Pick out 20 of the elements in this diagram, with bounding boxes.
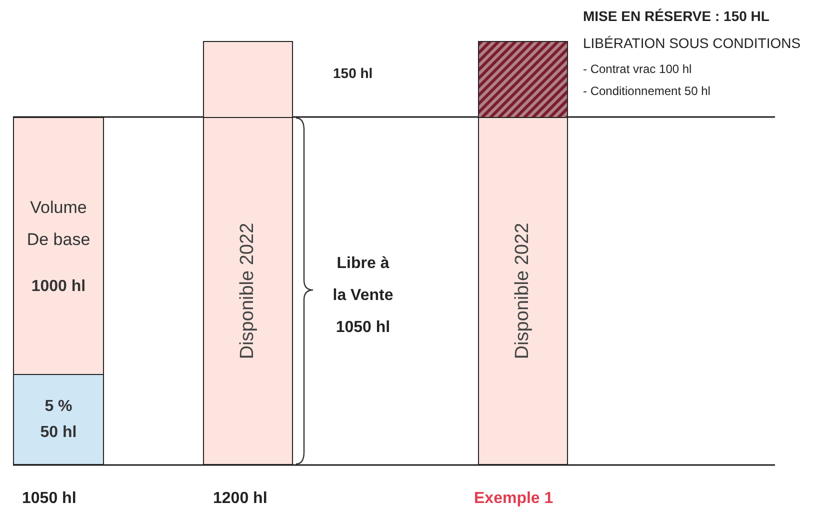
bar-label: Volume De base (26, 197, 92, 251)
heading: MISE EN RÉSERVE : 150 HL (583, 8, 770, 24)
list-item: - Contrat vrac 100 hl (583, 62, 692, 76)
bar-label: Disponible 2022 (237, 222, 259, 360)
stacked-bar (203, 117, 293, 465)
total-label: 1050 hl (22, 490, 76, 508)
total-label: 1200 hl (213, 490, 268, 508)
volume-block (13, 117, 104, 375)
bar-label: 1000 hl (31, 277, 86, 297)
empty-box (478, 41, 568, 118)
bar-label: Disponible 2022 (512, 222, 534, 360)
stacked-bar (478, 117, 568, 465)
volume-block (13, 374, 104, 465)
example-label: Exemple 1 (474, 490, 554, 508)
volume-label: Libre à la Vente 1050 hl (332, 254, 394, 338)
bar-label: 5 % 50 hl (39, 396, 78, 442)
volume-label: 150 hl (333, 65, 373, 81)
empty-box (203, 41, 293, 118)
list-item: - Conditionnement 50 hl (583, 84, 710, 98)
subheading: LIBÉRATION SOUS CONDITIONS (583, 35, 801, 51)
